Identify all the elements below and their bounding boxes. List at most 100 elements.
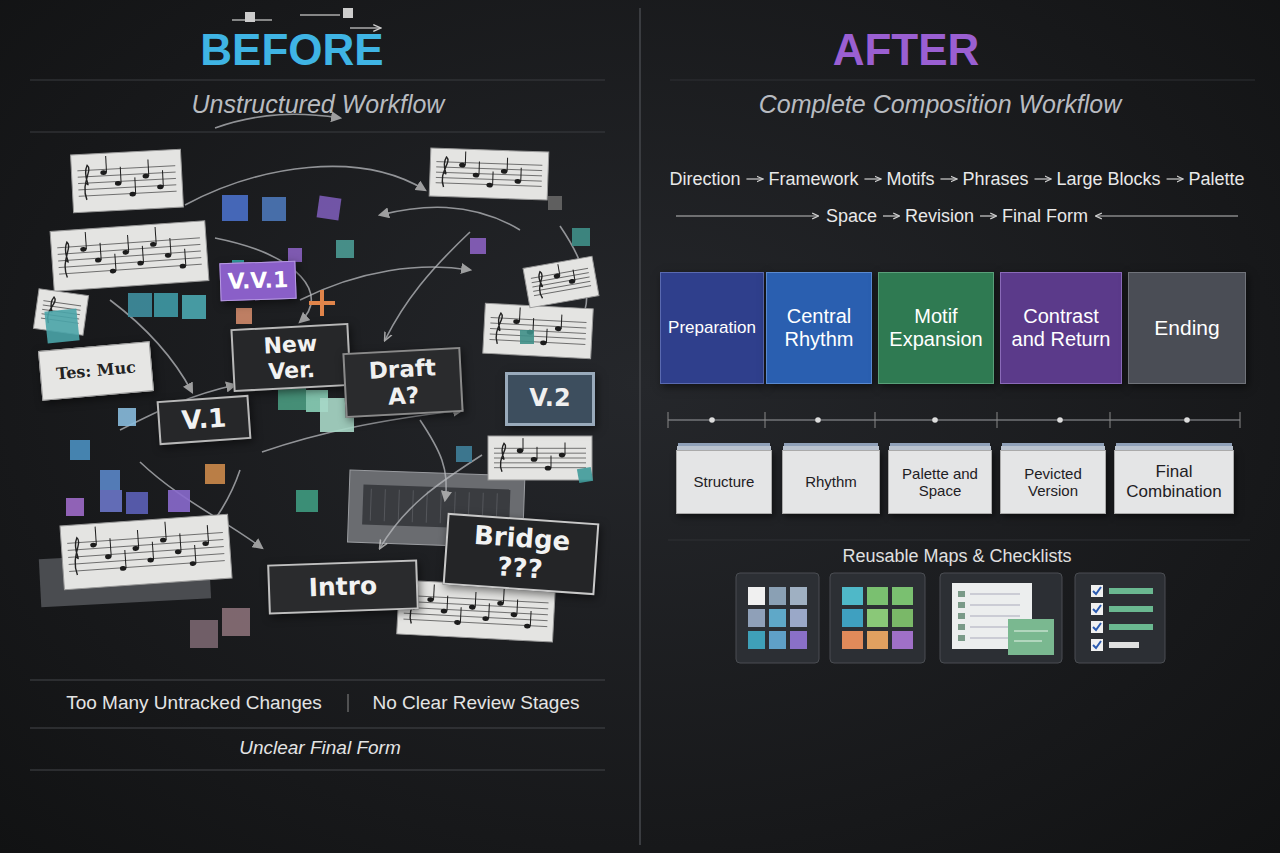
sticky-square [182,295,206,319]
note-stem [85,232,86,249]
sticky-square [236,308,252,324]
section-note: Bridge ??? [443,513,600,595]
sheet-music [50,221,209,292]
tile [748,609,765,627]
flow-arrow [940,178,956,179]
check [1093,587,1101,594]
note [545,466,551,471]
stage-box: Preparation [660,272,764,384]
note-stem [475,592,477,607]
note [513,319,520,324]
flow-arrow [1167,178,1183,179]
note-stem [180,533,181,551]
note [531,457,537,462]
tile [790,609,807,627]
note-stem [185,249,186,266]
tile [892,587,913,605]
note-stem [165,522,166,540]
stage-box: Ending [1128,272,1246,384]
node-text: Palette and Space [895,465,985,500]
sheet-music [429,148,549,200]
rule [30,132,605,133]
version-note: V.V.1 [219,261,296,302]
note [473,173,480,178]
scribble-arrow [385,232,470,340]
paper [71,149,184,213]
timeline-tick [668,412,669,428]
note-stem [573,270,575,281]
note [555,326,562,331]
section-note: Intro [267,559,419,614]
icon-card [736,573,819,663]
note [175,549,182,554]
doc-bullet [958,613,965,619]
note-stem [488,603,490,618]
note-stem [142,246,143,263]
note-stem [100,243,101,260]
staff-line [68,540,224,551]
rule [30,80,605,81]
folder: Rhythm [782,450,880,514]
note-stem [507,158,508,172]
checkbox [1091,621,1103,633]
staff-line [69,554,225,565]
version-note: New Ver. [230,323,351,392]
sticky-square [572,228,590,246]
divider [639,8,641,845]
note [540,340,547,345]
flow-arrow [980,215,996,216]
note [459,163,466,168]
staff-line [78,185,176,190]
note-stem [551,456,552,469]
staff-line [404,601,548,609]
collage [33,8,598,648]
note [132,546,139,551]
note [511,612,518,617]
note-stem [125,550,126,568]
note [122,250,129,255]
node-text: Central Rhythm [773,305,865,351]
note-stem [137,530,138,548]
check-line [1109,624,1153,630]
doc-bullet [958,635,965,641]
staff-line [59,264,202,274]
sticky-square [577,467,593,483]
staff-line [489,339,585,344]
note-stem [95,527,96,545]
key [370,489,371,521]
sticky-square [343,8,353,18]
note [157,184,164,189]
paper [523,256,599,308]
section-title: AFTER [833,25,980,75]
tile [867,609,888,627]
tile [790,631,807,649]
timeline-dot [709,417,715,423]
staff-line [494,467,586,468]
workflow-step: Motifs [886,169,934,190]
paper [429,148,549,200]
workflow-row: DirectionFrameworkMotifsPhrasesLarge Blo… [669,169,1244,190]
note [120,566,127,571]
flow-arrow [883,215,899,216]
sticky-square [296,490,318,512]
note [165,253,172,258]
clef [496,313,503,344]
node-text: Contrast and Return [1007,305,1115,351]
doc-line [1014,641,1042,642]
note-stem [520,168,521,182]
staff-line [436,167,542,171]
note-stem [519,307,521,321]
timeline [668,420,1240,421]
icon [940,573,1062,663]
check-line [1109,588,1153,594]
note [469,605,476,610]
note [80,247,87,252]
note-stem [503,588,505,603]
check [1093,641,1101,648]
node-text: Final Combination [1121,462,1227,501]
note [110,268,117,273]
note [514,179,521,184]
note-stem [120,167,122,184]
workflow-row: SpaceRevisionFinal Form [826,206,1088,227]
note [202,541,209,546]
